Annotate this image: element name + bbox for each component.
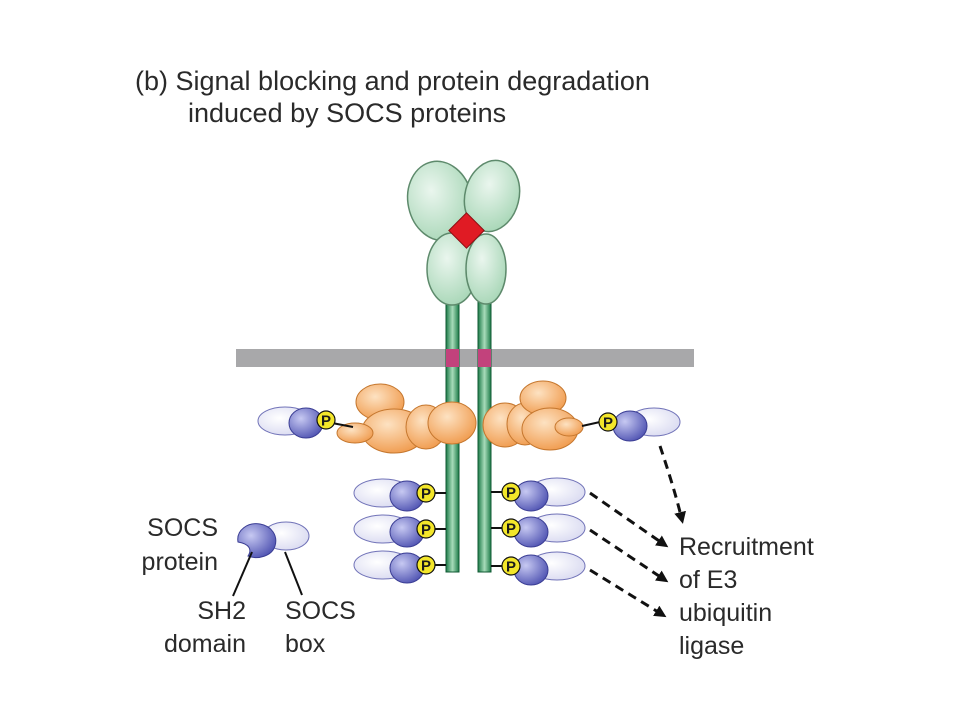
phosphate-label: P [506, 559, 516, 576]
phosphate-label: P [421, 558, 431, 575]
jak-left-tail [336, 422, 374, 444]
label-socs-protein-line2: protein [142, 548, 218, 576]
phosphate-label: P [603, 415, 613, 432]
socs-receptor-right-2: P [491, 513, 586, 548]
phosphate-circle [501, 518, 521, 538]
jak-right [482, 380, 584, 451]
label-socs-box-line2: box [285, 630, 326, 658]
phosphate-circle [598, 412, 618, 432]
phosphate-circle [416, 555, 436, 575]
receptor-domain-lower-right [465, 233, 507, 305]
arrow-from-row-1 [589, 491, 669, 548]
jak-left-lobe-inner [427, 401, 477, 445]
phosphate-label: P [506, 521, 516, 538]
phosphate-label: P [421, 486, 431, 503]
recruitment-arrows [589, 445, 686, 618]
socs-receptor-right-1: P [491, 477, 586, 512]
arrow-from-jak-socs [658, 445, 686, 524]
phosphate-circle [501, 482, 521, 502]
phospho-link [581, 421, 601, 427]
title-line-2: induced by SOCS proteins [188, 98, 506, 128]
socs-jak-right: P [581, 407, 681, 442]
transmembrane-segment-right [478, 349, 491, 367]
label-recruitment-line4: ligase [679, 632, 744, 660]
label-recruitment-line2: of E3 [679, 566, 737, 594]
label-socs-box-line1: SOCS [285, 597, 356, 625]
phosphate-label: P [421, 522, 431, 539]
socs-jak-left: P [257, 406, 354, 439]
phosphate-circle [501, 556, 521, 576]
title-line-1: (b) Signal blocking and protein degradat… [135, 66, 650, 96]
arrow-from-row-3 [589, 568, 667, 618]
label-sh2-line1: SH2 [197, 597, 246, 625]
label-socs-protein-line1: SOCS [147, 514, 218, 542]
pointer-sh2 [232, 551, 253, 597]
cell-membrane [236, 349, 694, 367]
label-sh2-line2: domain [164, 630, 246, 658]
phosphate-circle [416, 483, 436, 503]
phospho-link [331, 422, 354, 428]
label-recruitment-line3: ubiquitin [679, 599, 772, 627]
label-recruitment-line1: Recruitment [679, 533, 814, 561]
ligand [448, 212, 485, 249]
socs-receptor-left-1: P [353, 478, 446, 512]
socs-receptor-left-2: P [353, 514, 446, 548]
arrow-from-row-2 [589, 528, 669, 583]
jak-right-tail [554, 417, 584, 437]
phosphate-circle [316, 410, 336, 430]
legend-sh2-domain [237, 523, 277, 559]
phosphate-label: P [321, 413, 331, 430]
receptor-extracellular-domains [406, 159, 521, 306]
socs-receptor-right-3: P [491, 551, 586, 586]
phosphate-label: P [506, 485, 516, 502]
pointer-socs-box [284, 551, 303, 596]
transmembrane-segment-left [446, 349, 459, 367]
sh2-domain [612, 410, 648, 442]
phosphate-circle [416, 519, 436, 539]
socs-receptor-left-3: P [353, 550, 446, 584]
jak-left [336, 383, 477, 454]
legend-socs-protein [232, 521, 310, 597]
